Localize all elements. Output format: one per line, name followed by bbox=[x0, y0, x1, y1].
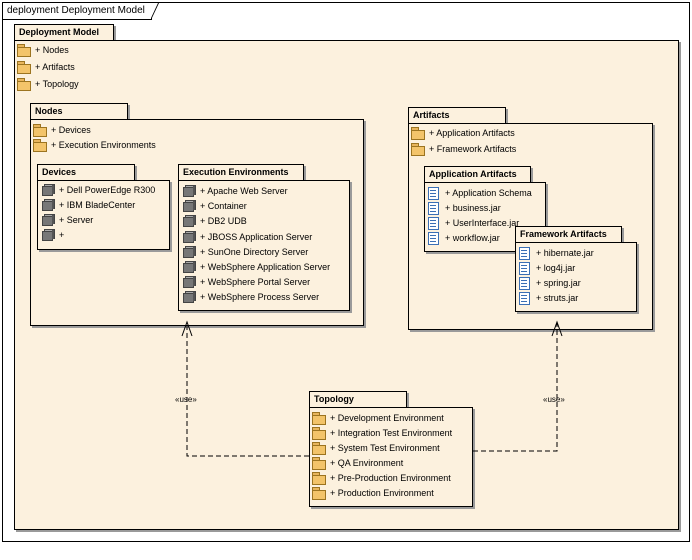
folder-icon bbox=[17, 44, 30, 56]
topology-item-label: + QA Environment bbox=[330, 456, 403, 470]
execution-environments-item-label: + WebSphere Process Server bbox=[200, 290, 319, 304]
topology-item-label: + System Test Environment bbox=[330, 441, 440, 455]
application-artifacts-item-label: + business.jar bbox=[445, 201, 501, 215]
node-icon bbox=[41, 184, 54, 196]
folder-icon bbox=[312, 472, 325, 484]
application-artifacts-item-label: + workflow.jar bbox=[445, 231, 500, 245]
artifact-icon bbox=[518, 262, 531, 274]
node-icon bbox=[182, 276, 195, 288]
artifact-icon bbox=[427, 202, 440, 214]
folder-icon bbox=[312, 487, 325, 499]
devices-item-label: + IBM BladeCenter bbox=[59, 198, 135, 212]
folder-icon bbox=[312, 457, 325, 469]
devices-item-label: + bbox=[59, 228, 64, 242]
artifact-icon bbox=[518, 292, 531, 304]
framework-artifacts-item-label: + spring.jar bbox=[536, 276, 581, 290]
topology-item-label: + Integration Test Environment bbox=[330, 426, 452, 440]
execution-environments-item-label: + JBOSS Application Server bbox=[200, 230, 312, 244]
folder-icon bbox=[312, 412, 325, 424]
execution-environments-item-label: + Container bbox=[200, 199, 247, 213]
artifact-icon bbox=[427, 217, 440, 229]
framework-artifacts-item-label: + log4j.jar bbox=[536, 261, 575, 275]
node-icon bbox=[41, 229, 54, 241]
node-icon bbox=[182, 261, 195, 273]
artifact-icon bbox=[427, 187, 440, 199]
folder-icon bbox=[411, 143, 424, 155]
topology-item-label: + Development Environment bbox=[330, 411, 444, 425]
artifact-icon bbox=[518, 277, 531, 289]
execution-environments-item-label: + Apache Web Server bbox=[200, 184, 288, 198]
node-icon bbox=[182, 246, 195, 258]
node-icon bbox=[41, 214, 54, 226]
node-icon bbox=[182, 185, 195, 197]
folder-icon bbox=[312, 442, 325, 454]
folder-icon bbox=[17, 78, 30, 90]
node-icon bbox=[182, 231, 195, 243]
application-artifacts-item-label: + Application Schema bbox=[445, 186, 532, 200]
artifact-icon bbox=[427, 232, 440, 244]
node-icon bbox=[182, 200, 195, 212]
use-stereotype-left: «use» bbox=[175, 395, 197, 404]
execution-environments-item-label: + DB2 UDB bbox=[200, 214, 247, 228]
topology-item-label: + Pre-Production Environment bbox=[330, 471, 451, 485]
artifact-icon bbox=[518, 247, 531, 259]
use-dependency-line-right bbox=[473, 322, 557, 451]
execution-environments-item-label: + WebSphere Application Server bbox=[200, 260, 330, 274]
deployment-model-item-label: + Nodes bbox=[35, 43, 69, 57]
execution-environments-item-label: + SunOne Directory Server bbox=[200, 245, 308, 259]
nodes-item-label: + Execution Environments bbox=[51, 138, 156, 152]
topology-item-label: + Production Environment bbox=[330, 486, 434, 500]
framework-artifacts-item-label: + hibernate.jar bbox=[536, 246, 594, 260]
deployment-model-item-label: + Artifacts bbox=[35, 60, 75, 74]
framework-artifacts-item-label: + struts.jar bbox=[536, 291, 578, 305]
node-icon bbox=[41, 199, 54, 211]
folder-icon bbox=[17, 61, 30, 73]
nodes-item-label: + Devices bbox=[51, 123, 91, 137]
folder-icon bbox=[33, 124, 46, 136]
artifacts-item-label: + Application Artifacts bbox=[429, 126, 515, 140]
deployment-model-item-label: + Topology bbox=[35, 77, 79, 91]
folder-icon bbox=[312, 427, 325, 439]
devices-item-label: + Server bbox=[59, 213, 93, 227]
folder-icon bbox=[411, 127, 424, 139]
node-icon bbox=[182, 291, 195, 303]
node-icon bbox=[182, 215, 195, 227]
use-stereotype-right: «use» bbox=[543, 395, 565, 404]
application-artifacts-item-label: + UserInterface.jar bbox=[445, 216, 519, 230]
use-dependency-line-left bbox=[187, 322, 309, 456]
folder-icon bbox=[33, 139, 46, 151]
execution-environments-item-label: + WebSphere Portal Server bbox=[200, 275, 310, 289]
devices-item-label: + Dell PowerEdge R300 bbox=[59, 183, 155, 197]
artifacts-item-label: + Framework Artifacts bbox=[429, 142, 516, 156]
